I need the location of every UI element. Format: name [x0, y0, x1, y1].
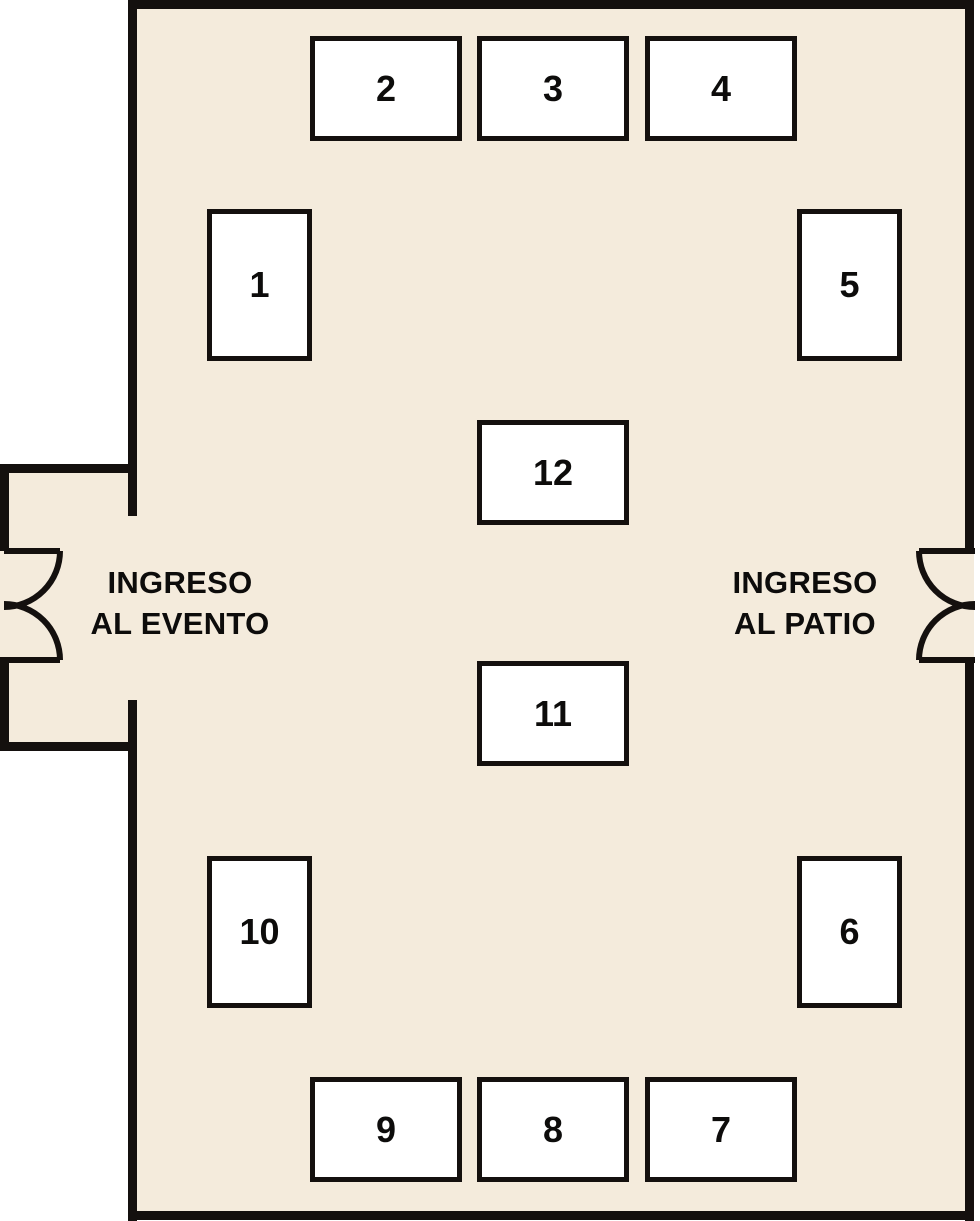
entrance-label-event: INGRESO AL EVENTO	[60, 563, 300, 645]
table-label: 11	[533, 692, 573, 734]
table-label: 10	[239, 911, 280, 952]
table-label: 3	[542, 67, 564, 109]
table-label: 2	[375, 67, 397, 109]
main-hall-floor	[128, 0, 974, 1216]
table-3[interactable]: 3	[477, 36, 629, 141]
table-label: 4	[710, 67, 732, 109]
table-label: 8	[542, 1108, 564, 1150]
table-5[interactable]: 5	[797, 209, 902, 361]
entrance-label-event-line1: INGRESO	[107, 565, 253, 600]
entrance-label-event-line2: AL EVENTO	[90, 605, 270, 641]
table-label: 7	[710, 1108, 732, 1150]
entrance-label-patio-line2: AL PATIO	[734, 605, 876, 641]
table-4[interactable]: 4	[645, 36, 797, 141]
door-right-lower-arc	[916, 601, 976, 661]
table-2[interactable]: 2	[310, 36, 462, 141]
table-label: 9	[375, 1108, 397, 1150]
table-8[interactable]: 8	[477, 1077, 629, 1182]
table-1[interactable]: 1	[207, 209, 312, 361]
door-left-lower-arc	[3, 601, 63, 661]
table-label: 1	[249, 264, 270, 305]
entrance-label-patio-line1: INGRESO	[732, 565, 878, 600]
table-9[interactable]: 9	[310, 1077, 462, 1182]
table-label: 5	[839, 264, 860, 305]
entrance-label-patio: INGRESO AL PATIO	[695, 563, 915, 645]
table-10[interactable]: 10	[207, 856, 312, 1008]
table-label: 6	[839, 911, 860, 952]
table-6[interactable]: 6	[797, 856, 902, 1008]
table-label: 12	[532, 451, 574, 493]
table-12[interactable]: 12	[477, 420, 629, 525]
table-11[interactable]: 11	[477, 661, 629, 766]
table-7[interactable]: 7	[645, 1077, 797, 1182]
